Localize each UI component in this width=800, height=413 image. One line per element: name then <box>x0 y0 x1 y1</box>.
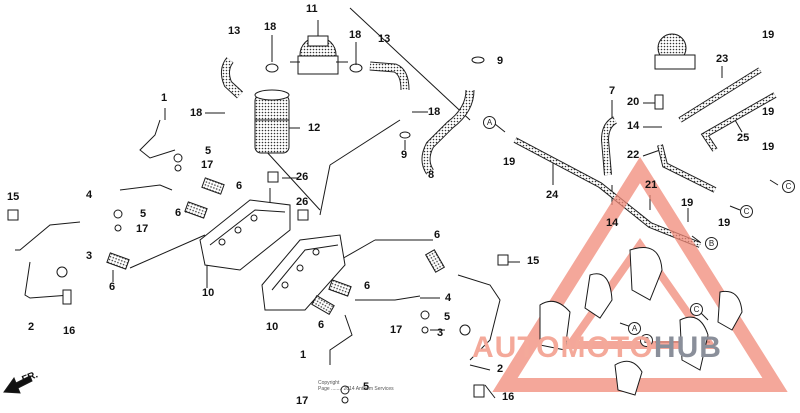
callout-19: 19 <box>681 197 694 209</box>
callout-13: 13 <box>228 25 241 37</box>
callout-2: 2 <box>28 321 35 333</box>
callout-16: 16 <box>502 391 515 403</box>
ref-C: C <box>782 180 795 193</box>
callout-1: 1 <box>300 349 307 361</box>
callout-18: 18 <box>264 21 277 33</box>
callout-17: 17 <box>201 159 214 171</box>
watermark-part-1: AUTOMOTO <box>472 331 654 364</box>
callout-18: 18 <box>190 107 203 119</box>
callout-15: 15 <box>527 255 540 267</box>
callout-19: 19 <box>503 156 516 168</box>
callout-6: 6 <box>175 207 182 219</box>
watermark-part-2: HUB <box>653 331 722 364</box>
callout-20: 20 <box>627 96 640 108</box>
callout-25: 25 <box>737 132 750 144</box>
callout-19: 19 <box>762 106 775 118</box>
callout-6: 6 <box>236 180 243 192</box>
ref-A: A <box>483 116 496 129</box>
callout-5: 5 <box>363 381 370 393</box>
callout-19: 19 <box>762 141 775 153</box>
callout-4: 4 <box>86 189 93 201</box>
ref-C: C <box>740 205 753 218</box>
callout-6: 6 <box>109 281 116 293</box>
callout-17: 17 <box>390 324 403 336</box>
callout-26: 26 <box>296 196 309 208</box>
callout-10: 10 <box>202 287 215 299</box>
callout-9: 9 <box>497 55 504 67</box>
callout-5: 5 <box>444 311 451 323</box>
callout-18: 18 <box>349 29 362 41</box>
callout-21: 21 <box>645 179 658 191</box>
callout-14: 14 <box>606 217 619 229</box>
callout-5: 5 <box>140 208 147 220</box>
callout-19: 19 <box>718 217 731 229</box>
copyright-note: Copyright Page ........ 2014 Anthem Serv… <box>318 380 394 392</box>
callout-17: 17 <box>296 395 309 407</box>
ref-B: B <box>705 237 718 250</box>
callout-22: 22 <box>627 149 640 161</box>
callout-18: 18 <box>428 106 441 118</box>
callout-8: 8 <box>428 169 435 181</box>
callout-24: 24 <box>546 189 559 201</box>
callout-10: 10 <box>266 321 279 333</box>
callout-2: 2 <box>497 363 504 375</box>
ref-C: C <box>690 303 703 316</box>
callout-6: 6 <box>318 319 325 331</box>
callout-13: 13 <box>378 33 391 45</box>
callout-5: 5 <box>205 145 212 157</box>
copyright-line-2: Page ........ 2014 Anthem Services <box>318 386 394 392</box>
callout-17: 17 <box>136 223 149 235</box>
callout-11: 11 <box>306 3 318 15</box>
callout-6: 6 <box>434 229 441 241</box>
callout-19: 19 <box>762 29 775 41</box>
callout-14: 14 <box>627 120 640 132</box>
callout-4: 4 <box>445 292 452 304</box>
callout-16: 16 <box>63 325 76 337</box>
ref-B: B <box>640 334 653 347</box>
callout-3: 3 <box>437 327 444 339</box>
callout-1: 1 <box>161 92 168 104</box>
callout-9: 9 <box>401 149 408 161</box>
callout-3: 3 <box>86 250 93 262</box>
callout-26: 26 <box>296 171 309 183</box>
callout-23: 23 <box>716 53 729 65</box>
watermark-logo-text: AUTOMOTOHUB <box>472 333 722 363</box>
callout-6: 6 <box>364 280 371 292</box>
copyright-line-1: Copyright <box>318 380 340 386</box>
callout-15: 15 <box>7 191 20 203</box>
callout-12: 12 <box>308 122 321 134</box>
callout-7: 7 <box>609 85 616 97</box>
ref-A: A <box>628 322 641 335</box>
